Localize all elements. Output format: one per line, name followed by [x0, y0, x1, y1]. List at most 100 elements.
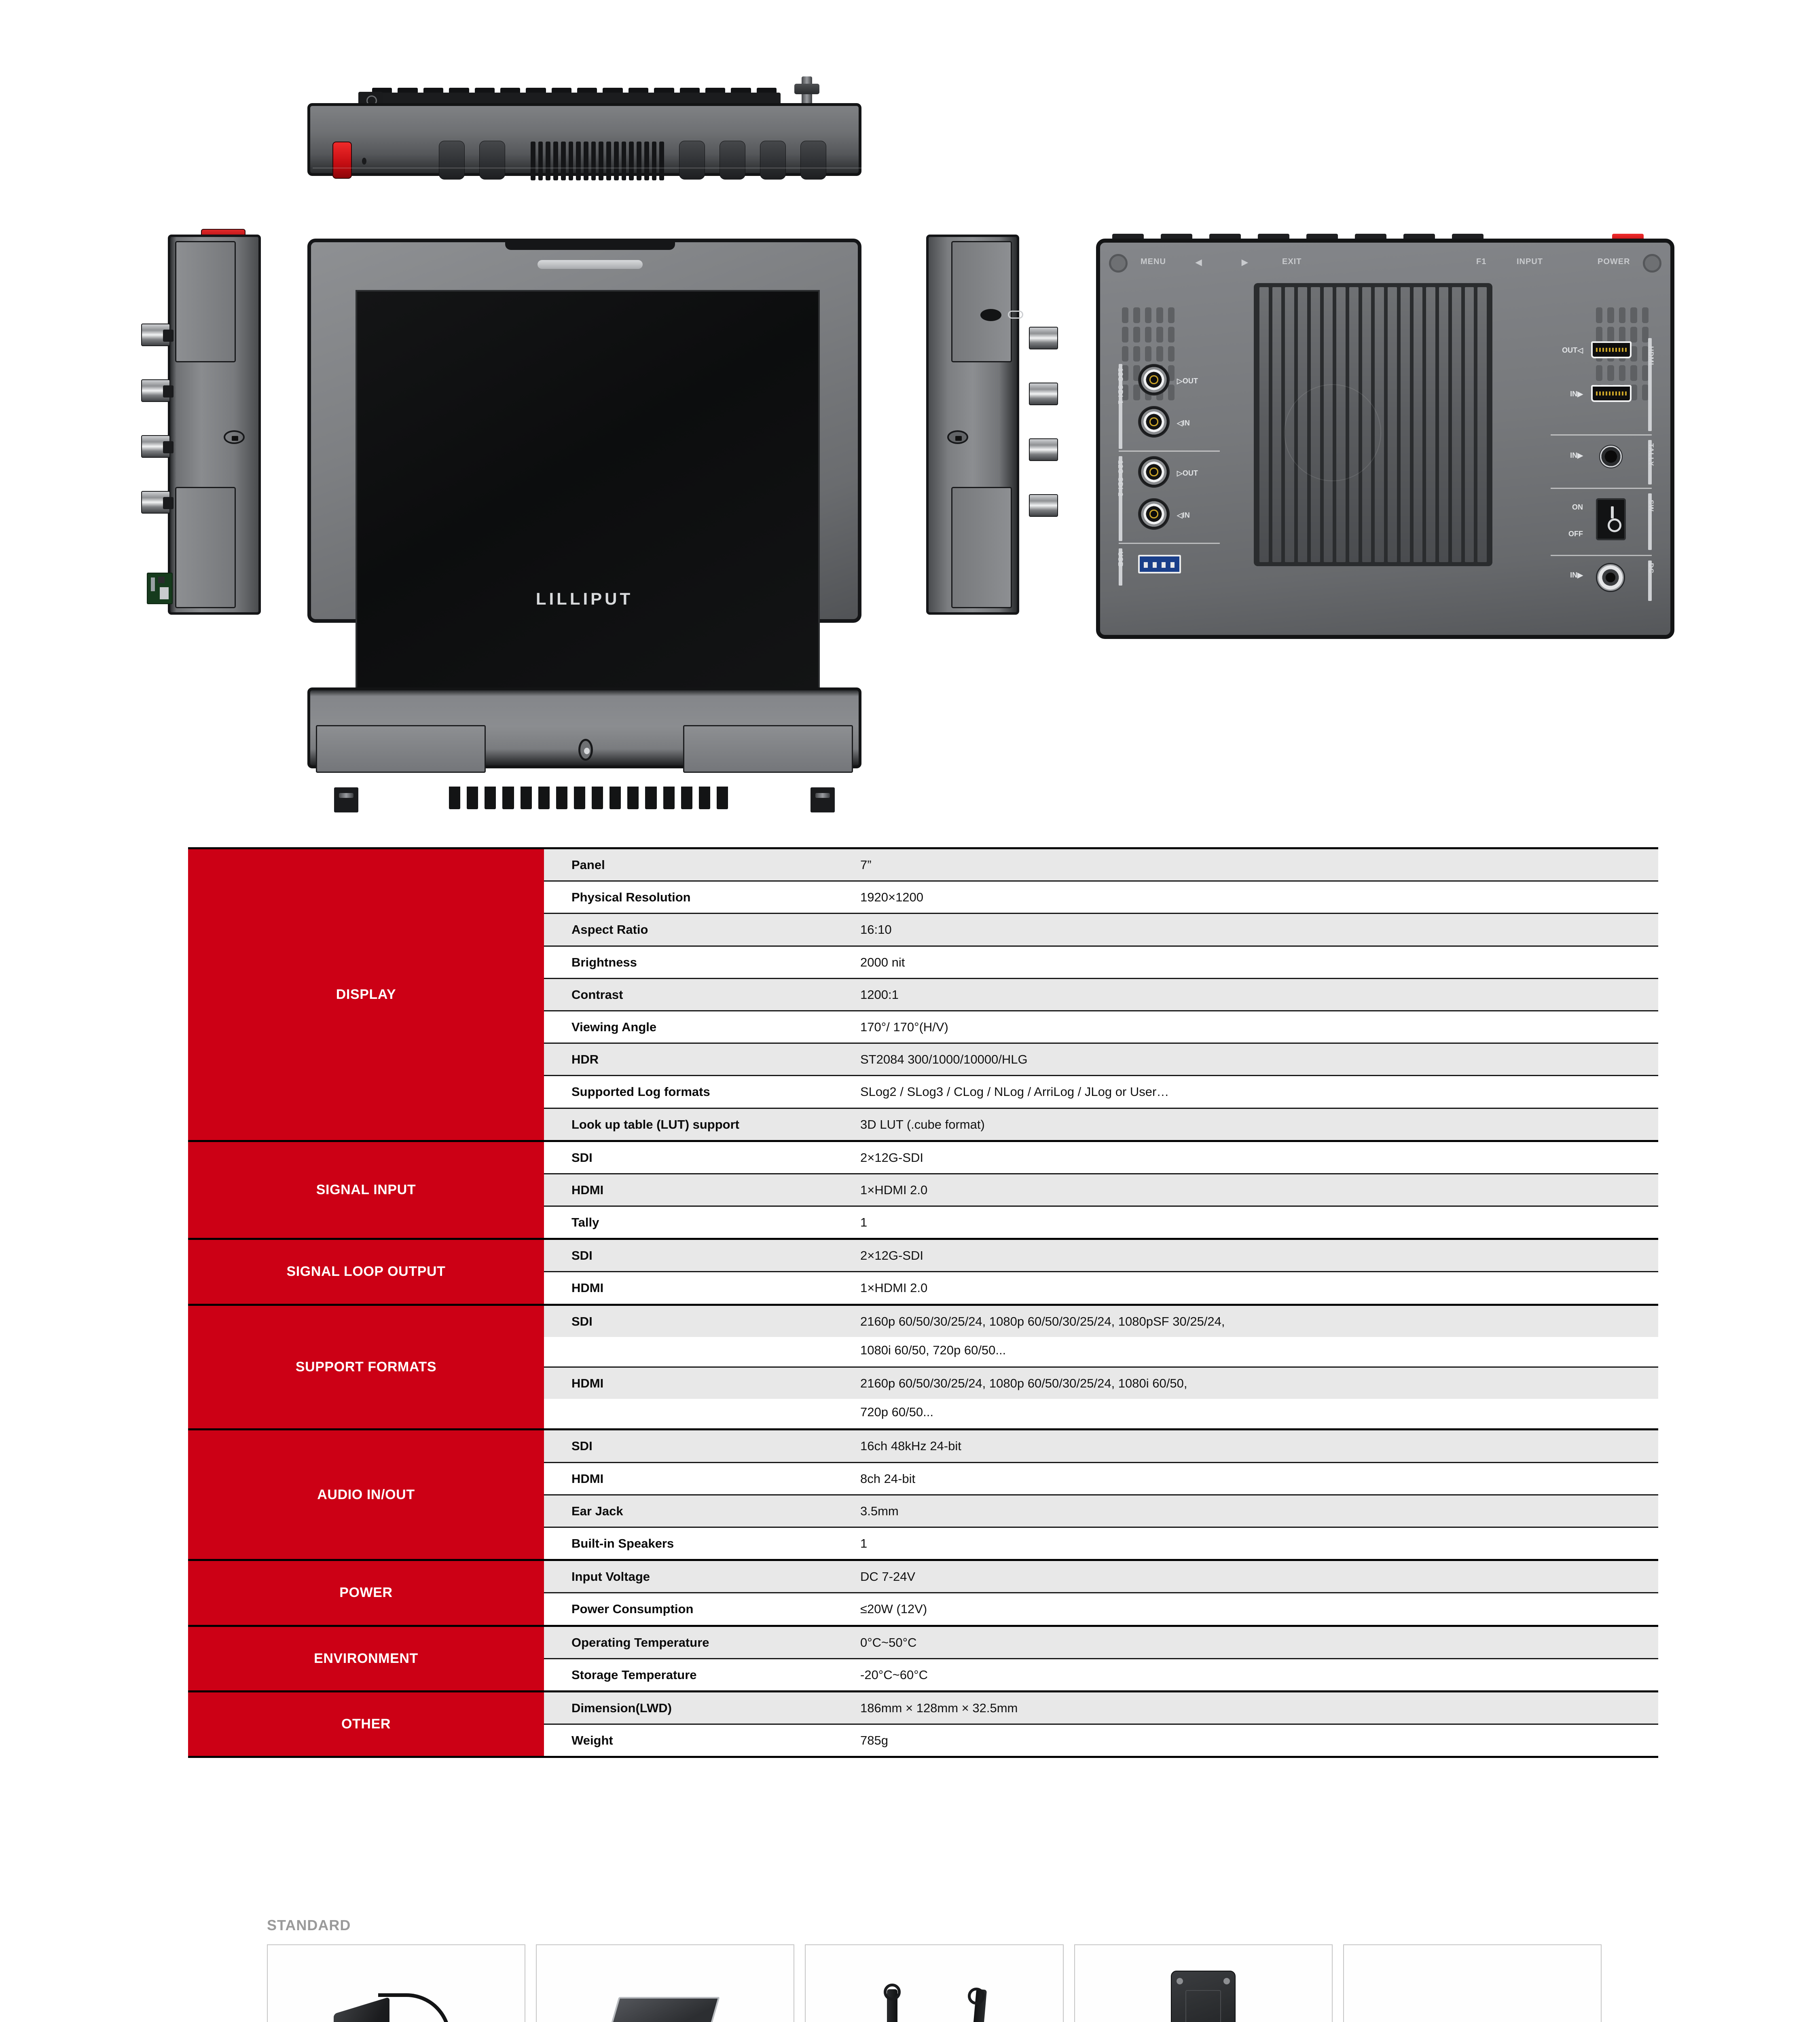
bottom-plate-right: [683, 725, 853, 773]
product-bottom-view: [307, 683, 861, 812]
rear-portlabel-hdmi-out: OUT◁: [1562, 346, 1583, 354]
row-value: 0°C~50°C: [860, 1635, 917, 1650]
rear-power-switch[interactable]: [1596, 498, 1626, 540]
row-label: SDI: [571, 1439, 593, 1453]
table-row: SDI 2×12G-SDI: [544, 1240, 1658, 1273]
product-top-view: [307, 76, 862, 186]
spec-section-environment: ENVIRONMENT Operating Temperature 0°C~50°…: [188, 1626, 1658, 1692]
row-value: SLog2 / SLog3 / CLog / NLog / ArriLog / …: [860, 1085, 1169, 1099]
rear-portlabel-tally-in: IN▶: [1570, 451, 1583, 459]
rear-label-menu[interactable]: MENU: [1141, 257, 1166, 266]
row-value: -20°C~60°C: [860, 1667, 928, 1682]
row-value: 2000 nit: [860, 955, 905, 969]
rear-label-exit[interactable]: EXIT: [1282, 257, 1302, 266]
row-value: 3D LUT (.cube format): [860, 1117, 985, 1132]
row-value: 16:10: [860, 922, 892, 937]
rear-body: MENU ◀ ▶ EXIT F1 INPUT POWER: [1096, 239, 1674, 639]
spec-category-environment: ENVIRONMENT: [188, 1626, 544, 1690]
rear-label-input[interactable]: INPUT: [1517, 257, 1543, 266]
rear-bnc-sdi2-in: [1138, 498, 1170, 530]
ir-sensor-dot: [362, 158, 366, 165]
spec-category-display: DISPLAY: [188, 849, 544, 1140]
spec-section-other: OTHER Dimension(LWD)186mm × 128mm × 32.5…: [188, 1692, 1658, 1758]
row-value: 2×12G-SDI: [860, 1150, 923, 1165]
rear-group-bar-tally: [1648, 440, 1652, 484]
rear-portlabel-sw-off: OFF: [1568, 530, 1583, 538]
left-side-pcb: [147, 573, 173, 604]
row-value: 720p 60/50...: [860, 1405, 933, 1419]
rear-portlabel-sdi1-out: ▷OUT: [1177, 377, 1198, 385]
rear-group-label-sdi1: 12G-SDI-1: [1117, 368, 1124, 405]
front-bezel: 12 G-SDI ULTRA BRIGHTNESS LILLIPUT: [307, 239, 861, 694]
product-rear-view: MENU ◀ ▶ EXIT F1 INPUT POWER: [1096, 234, 1674, 639]
rear-group-label-sdi2: 12G-SDI-2: [1117, 460, 1124, 497]
spec-category-signal-input: SIGNAL INPUT: [188, 1142, 544, 1238]
top-button-5: [760, 141, 786, 180]
table-row: Aspect Ratio 16:10: [544, 914, 1658, 947]
rear-divider-5: [1551, 555, 1652, 556]
row-label: Tally: [571, 1215, 599, 1230]
top-view-seam: [313, 167, 862, 169]
rear-fan-outline: [1284, 384, 1381, 481]
rear-group-bar-hdmi: [1648, 338, 1652, 431]
rear-tally-jack: [1599, 445, 1623, 468]
rear-bnc-sdi2-out: [1138, 456, 1170, 488]
bottom-tripod-screw-hole: [578, 739, 593, 761]
list-item: Suitcase: [536, 1944, 795, 2022]
right-side-button: [980, 309, 1001, 321]
product-gallery: 12 G-SDI ULTRA BRIGHTNESS LILLIPUT: [0, 0, 1820, 817]
row-value: 186mm × 128mm × 32.5mm: [860, 1701, 1018, 1715]
right-side-panel-top: [951, 241, 1012, 362]
row-label: [544, 1399, 855, 1428]
rear-label-left[interactable]: ◀: [1196, 258, 1202, 267]
rear-dc-jack: [1596, 563, 1625, 592]
row-value: 2×12G-SDI: [860, 1248, 923, 1263]
row-label: HDMI: [571, 1182, 604, 1197]
rear-label-f1[interactable]: F1: [1476, 257, 1487, 266]
front-notch-top: [505, 239, 675, 250]
rear-label-right[interactable]: ▶: [1242, 258, 1249, 267]
product-left-side-view: [141, 226, 261, 623]
right-side-bnc-3: [1029, 438, 1058, 461]
bottom-plate-left: [316, 725, 486, 773]
row-label: Panel: [571, 858, 605, 872]
row-label: Aspect Ratio: [571, 922, 648, 937]
left-side-bnc-1: [141, 324, 174, 346]
front-sensor-strip: [538, 260, 643, 269]
accessories-section: STANDARD 12V 2A DC Power Adapter Su: [267, 1917, 1602, 2022]
rear-label-power[interactable]: POWER: [1598, 257, 1630, 266]
top-button-3: [679, 141, 705, 180]
row-label: Contrast: [571, 987, 623, 1002]
row-label: Operating Temperature: [571, 1635, 709, 1650]
table-row: Power Consumption≤20W (12V): [544, 1593, 1658, 1625]
right-side-screw-hole: [947, 430, 968, 444]
product-right-side-view: [926, 226, 1058, 623]
accessory-image-tally-connector: [1343, 1944, 1602, 2022]
row-label: SDI: [571, 1248, 593, 1263]
row-value: 1×HDMI 2.0: [860, 1182, 928, 1197]
right-side-indicator: [1008, 311, 1023, 319]
bottom-heat-fins: [449, 787, 728, 809]
left-side-screw-hole: [224, 430, 245, 444]
top-button-1: [439, 141, 465, 180]
row-value: ≤20W (12V): [860, 1602, 927, 1616]
row-value: 8ch 24-bit: [860, 1471, 916, 1486]
spec-category-power: POWER: [188, 1561, 544, 1625]
row-value: 785g: [860, 1733, 888, 1748]
left-side-bnc-2: [141, 379, 174, 402]
rear-group-label-dc: DC: [1647, 563, 1655, 574]
rear-portlabel-sdi1-in: ◁IN: [1177, 419, 1190, 427]
row-value: 1×HDMI 2.0: [860, 1281, 928, 1295]
row-value: 2160p 60/50/30/25/24, 1080p 60/50/30/25/…: [860, 1376, 1187, 1390]
rear-group-bar-dc: [1648, 560, 1652, 601]
